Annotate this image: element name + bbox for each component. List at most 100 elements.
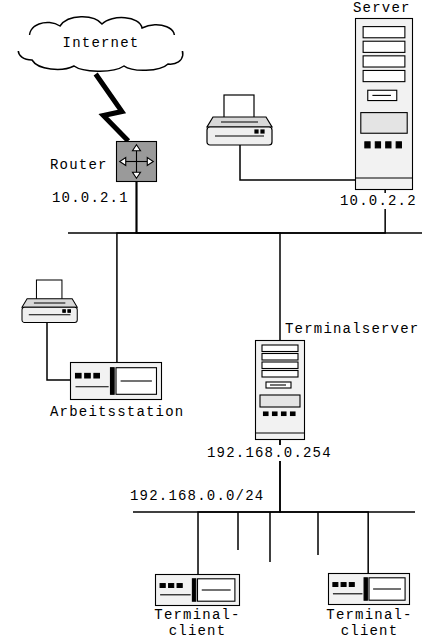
printer-cable: [47, 322, 70, 380]
floppy-slot: [372, 95, 391, 96]
drop-line: [317, 512, 319, 555]
floppy-drive: [266, 382, 291, 388]
printer-slot: [29, 314, 71, 315]
drive-slot: [121, 380, 152, 381]
drive-bay: [198, 579, 235, 601]
desktop-slot: [333, 593, 363, 594]
network-device: Terminal- client: [328, 573, 410, 605]
desktop-button: [177, 584, 182, 588]
device-outline: [355, 18, 413, 190]
router-arrow-head: [147, 158, 153, 166]
printer-top: [207, 117, 272, 127]
drop-line: [269, 512, 271, 562]
printer-paper: [36, 280, 62, 300]
printer-slot: [221, 121, 258, 122]
router-case: [117, 142, 157, 182]
device-outline: [255, 340, 305, 440]
desktop-case: [329, 574, 410, 605]
network-device: Terminal- client: [155, 574, 240, 606]
device-label: Terminal- client: [150, 607, 245, 639]
desktop-case: [71, 363, 162, 400]
desktop-button: [160, 584, 165, 588]
tower-case: [256, 341, 305, 440]
desktop-button: [94, 373, 100, 378]
network-device: Arbeitsstation: [70, 362, 162, 400]
drive-bay: [363, 56, 405, 67]
tower-case: [356, 19, 413, 190]
network-device: Terminalserver192.168.0.254: [255, 340, 305, 440]
power-button: [291, 412, 296, 416]
router-arrow-head: [120, 158, 126, 166]
printer-slot: [34, 302, 65, 303]
drive-bay: [262, 371, 298, 378]
network-device: Server10.0.2.2: [355, 18, 413, 190]
drive-slot: [202, 589, 231, 590]
drive-latch: [364, 578, 367, 600]
drive-bay: [262, 345, 298, 352]
device-outline: [70, 362, 162, 400]
floppy-drive: [368, 90, 397, 100]
device-label: Terminalserver: [285, 321, 419, 337]
front-panel: [260, 395, 300, 407]
drive-bay: [262, 354, 298, 361]
device-outline: [155, 574, 240, 606]
drive-latch: [110, 368, 114, 395]
floppy-slot: [270, 384, 286, 385]
drive-bay: [363, 70, 405, 81]
printer-icon: [207, 95, 272, 145]
device-label: 10.0.2.1: [52, 190, 129, 206]
case-base: [355, 177, 413, 178]
power-button: [282, 412, 287, 416]
drive-latch: [192, 579, 195, 601]
printer-icon: [22, 280, 77, 323]
device-label: Router: [50, 157, 108, 173]
device-label: 192.168.0.254: [207, 445, 332, 461]
printer-paper: [224, 95, 254, 119]
printer-slot: [215, 135, 264, 136]
device-label: Arbeitsstation: [50, 404, 184, 420]
front-panel: [361, 113, 407, 134]
printer-button: [261, 130, 264, 133]
case-base: [255, 432, 305, 433]
device-outline: [328, 573, 410, 605]
drive-bay: [262, 362, 298, 369]
drop-line: [237, 512, 239, 550]
network-cable: [137, 182, 281, 340]
printer-body: [22, 307, 77, 322]
printer-button: [255, 130, 258, 133]
router-arrow-head: [133, 172, 141, 178]
desktop-button: [85, 373, 91, 378]
drive-bay: [116, 368, 156, 395]
power-button: [264, 412, 269, 416]
router-arrow-head: [133, 145, 141, 151]
power-button: [396, 142, 401, 148]
drive-slot: [373, 588, 401, 589]
lightning-link: [96, 74, 129, 141]
printer-top: [22, 299, 77, 308]
desktop-button: [169, 584, 174, 588]
power-button: [365, 142, 370, 148]
drive-bay: [369, 578, 405, 600]
drive-bay: [363, 41, 405, 52]
printer-button: [63, 310, 66, 313]
device-label: 10.0.2.2: [340, 193, 417, 209]
desktop-button: [76, 373, 82, 378]
subnet-label: 192.168.0.0/24: [130, 488, 264, 504]
power-button: [375, 142, 380, 148]
device-label: Internet: [12, 35, 190, 51]
network-device: Router10.0.2.1: [116, 141, 157, 182]
power-button: [273, 412, 278, 416]
printer-button: [68, 310, 71, 313]
printer-cable: [240, 145, 355, 180]
desktop-button: [349, 583, 354, 587]
device-label: Server: [353, 0, 411, 16]
network-cable: [117, 182, 137, 362]
printer-body: [207, 127, 272, 145]
power-button: [386, 142, 391, 148]
desktop-slot: [76, 386, 109, 387]
desktop-button: [333, 583, 338, 587]
desktop-case: [156, 575, 240, 606]
desktop-slot: [160, 594, 191, 595]
device-outline: [116, 141, 157, 182]
